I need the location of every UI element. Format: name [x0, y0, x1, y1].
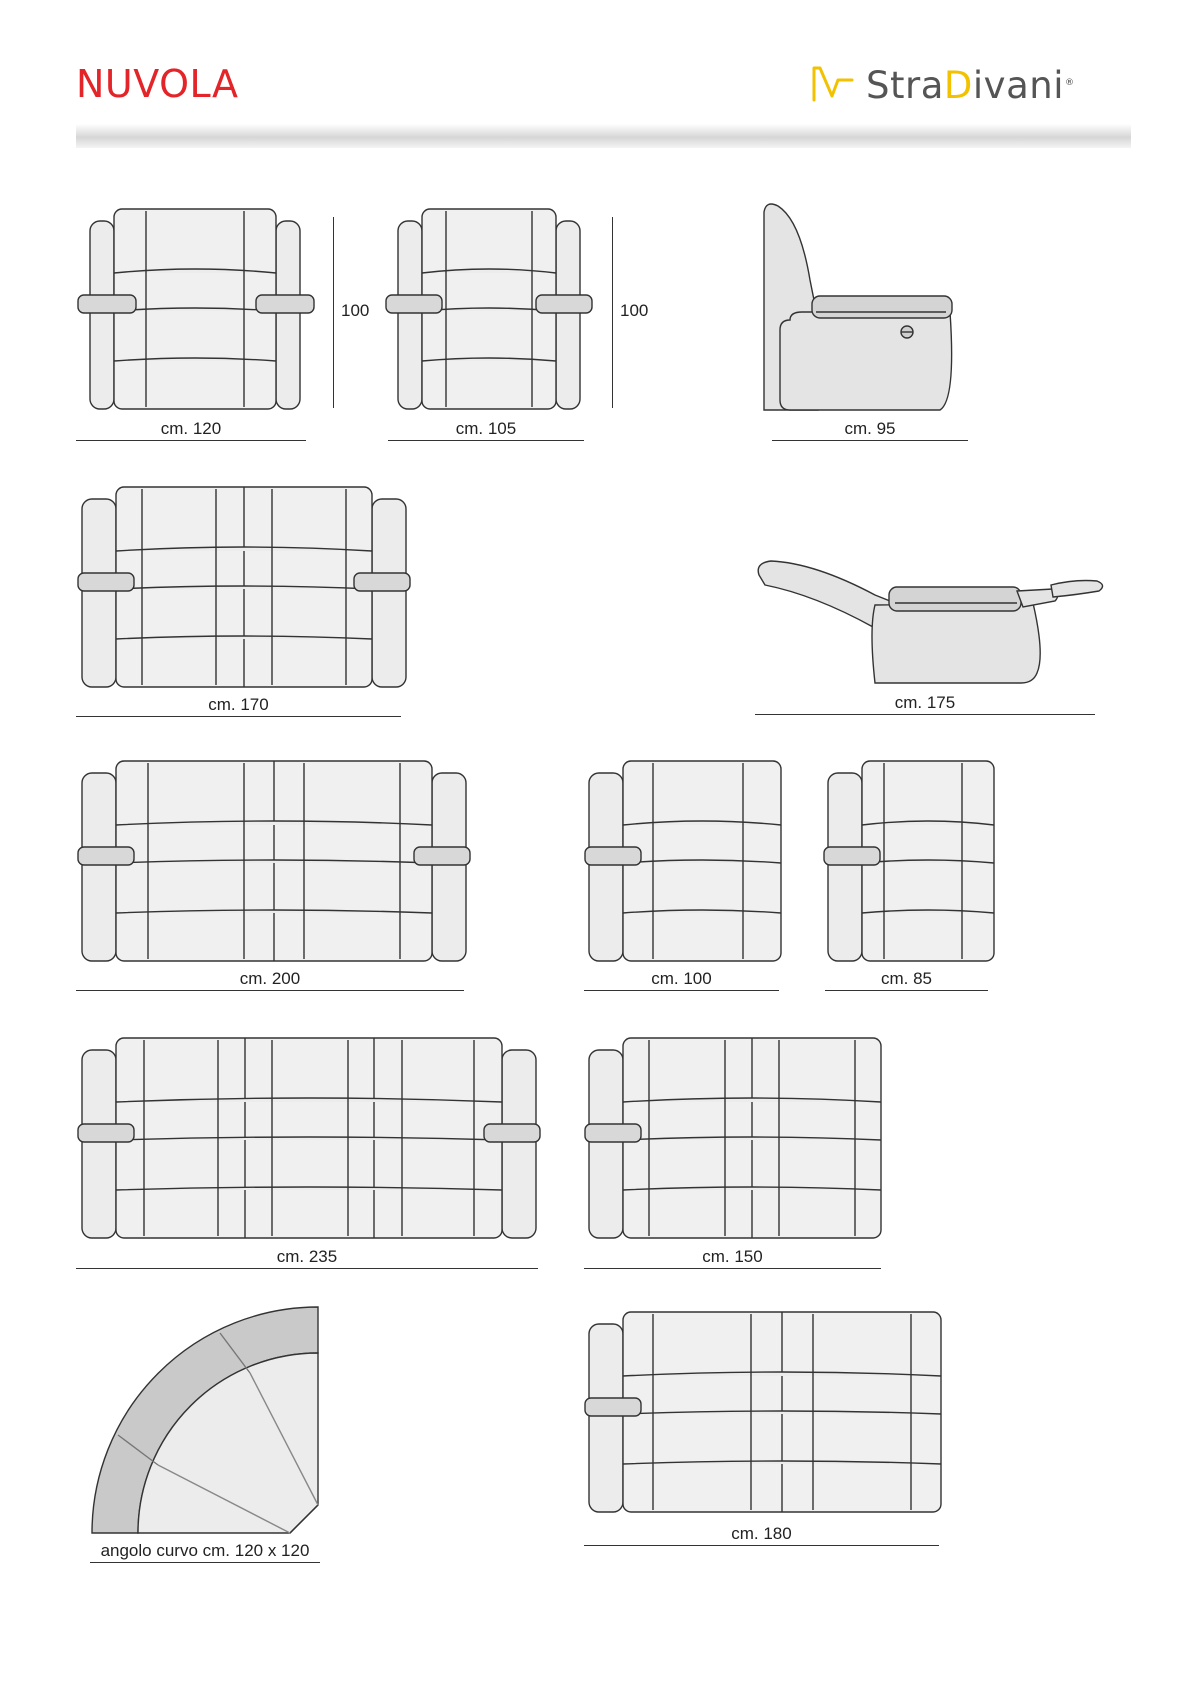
armchair-drawing — [77, 208, 315, 410]
brand-name: StraDivani® — [866, 64, 1075, 107]
width-line — [76, 716, 401, 717]
page-title: NUVOLA — [76, 62, 239, 106]
item-caption: angolo curvo cm. 120 x 120 — [100, 1541, 310, 1560]
height-label: 100 — [341, 301, 370, 320]
item-caption: cm. 85 — [880, 969, 933, 988]
side-seated-drawing — [763, 203, 953, 411]
one-arm-seat-slim-drawing — [823, 760, 995, 962]
one-arm-two-seat-drawing — [584, 1037, 882, 1239]
item-caption: cm. 100 — [651, 969, 712, 988]
item-caption: cm. 170 — [208, 695, 269, 714]
item-caption: cm. 105 — [455, 419, 517, 438]
width-line — [76, 990, 464, 991]
width-line — [584, 1268, 881, 1269]
width-line — [76, 1268, 538, 1269]
side-reclined-drawing — [757, 560, 1104, 684]
width-line — [825, 990, 988, 991]
header-divider — [76, 124, 1131, 148]
one-arm-two-seat-large-drawing — [584, 1311, 942, 1513]
width-line — [90, 1562, 320, 1563]
item-caption: cm. 150 — [702, 1247, 763, 1266]
one-arm-seat-drawing — [584, 760, 782, 962]
two-seat-large-drawing — [77, 760, 471, 962]
item-caption: cm. 235 — [276, 1247, 338, 1266]
item-caption: cm. 95 — [844, 419, 896, 438]
armchair-slim-drawing — [385, 208, 593, 410]
brand-mark-icon — [812, 66, 854, 102]
width-line — [755, 714, 1095, 715]
item-caption: cm. 120 — [160, 419, 222, 438]
width-line — [584, 990, 779, 991]
brand-logo: StraDivani® — [808, 58, 1128, 114]
item-caption: cm. 175 — [894, 693, 956, 712]
corner-drawing — [91, 1306, 319, 1534]
height-line — [333, 217, 334, 408]
width-line — [76, 440, 306, 441]
width-line — [772, 440, 968, 441]
two-seat-drawing — [77, 486, 411, 688]
height-line — [612, 217, 613, 408]
three-seat-drawing — [77, 1037, 541, 1239]
item-caption: cm. 180 — [731, 1524, 792, 1543]
item-caption: cm. 200 — [239, 969, 301, 988]
width-line — [584, 1545, 939, 1546]
height-label: 100 — [620, 301, 649, 320]
width-line — [388, 440, 584, 441]
